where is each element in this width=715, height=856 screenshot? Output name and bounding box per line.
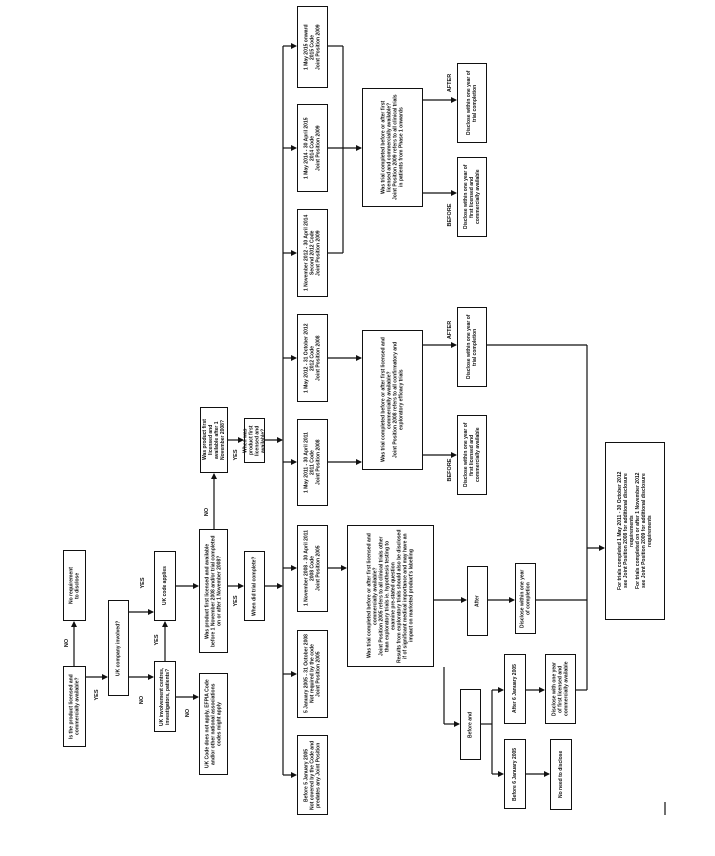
box-text-line: investigators, patients? xyxy=(165,668,171,725)
box-text-line: Joint Position 2008 xyxy=(315,439,322,486)
box-text-line: Before 6 January 2005 xyxy=(512,747,518,801)
decision-label-yes: YES xyxy=(233,449,239,461)
decision-label-yes: YES xyxy=(94,689,100,701)
box-q-2008: Was trial completed before or after firs… xyxy=(362,330,423,470)
box-text-line: No need to disclose xyxy=(558,750,564,799)
box-text-line: commercially available xyxy=(475,169,481,225)
box-text-line: Joint Position 2009 xyxy=(315,24,322,70)
box-text-line: commercially available? xyxy=(74,677,81,736)
box-text-line: Joint Position 2005 xyxy=(315,651,322,697)
decision-label-before: BEFORE xyxy=(447,203,453,227)
box-uk-involvement: UK involvement centres,investigators, pa… xyxy=(154,661,176,732)
box-before-and: Before and xyxy=(460,689,481,760)
box-text-line: After xyxy=(474,595,481,607)
box-no-need: No need to disclose xyxy=(550,739,572,810)
decision-label-yes: YES xyxy=(233,595,239,607)
box-text-line: in patients from Phase 1 onwards xyxy=(398,107,405,188)
box-final: For trials completed 1 May 2011 - 30 Oct… xyxy=(605,442,665,620)
box-text-line: After 6 January 2005 xyxy=(512,664,518,714)
decision-label-no: NO xyxy=(185,708,191,718)
box-text-line: UK company involved? xyxy=(115,620,122,676)
box-when-trial: When did trial complete? xyxy=(244,551,265,621)
decision-label-after: AFTER xyxy=(447,73,453,93)
box-text-line: When was product first xyxy=(242,425,255,456)
decision-label-yes: YES xyxy=(140,577,146,589)
box-was-before-2008: Was product first licensed and available… xyxy=(199,529,228,653)
decision-label-no: NO xyxy=(64,638,70,648)
box-q-2005: Was trial completed before or after firs… xyxy=(347,525,434,667)
box-text-line: exploratory efficacy trials xyxy=(398,369,405,431)
box-q-2009: Was trial completed before or after firs… xyxy=(362,88,423,207)
box-text-line: trial completion xyxy=(472,328,478,366)
box-text-line: Joint Position 2008 xyxy=(315,335,322,381)
box-before-6jan: Before 6 January 2005 xyxy=(504,739,526,809)
box-uk-company: UK company involved? xyxy=(108,600,129,696)
box-text-line: available after 1 November 2008? xyxy=(214,419,226,461)
decision-label-after: AFTER xyxy=(447,320,453,340)
box-text-line: commercially available xyxy=(563,661,570,717)
box-text-line: Joint Position 2009 xyxy=(315,230,322,276)
box-text-line: Was product first licensed and xyxy=(202,419,214,461)
box-text-line: licensed and available? xyxy=(254,425,267,456)
box-text-line: requirements xyxy=(647,515,653,547)
box-text-line: codes might apply xyxy=(216,702,223,746)
box-after: After xyxy=(467,566,488,636)
box-text-line: trial completion xyxy=(472,84,478,122)
decision-label-yes: YES xyxy=(154,634,160,646)
box-text-line: UK code applies xyxy=(162,566,168,606)
decision-label-no: NO xyxy=(139,695,145,705)
box-uk-applies: UK code applies xyxy=(154,551,176,621)
box-text-line: commercially available xyxy=(475,427,481,483)
box-text-line: predates any Joint Position xyxy=(315,742,322,808)
decision-label-no: NO xyxy=(204,507,210,517)
box-text-line: to disclose xyxy=(74,572,81,599)
box-text-line: Before and xyxy=(467,711,474,738)
box-text-line: Joint Position 2009 xyxy=(315,125,322,171)
box-text-line: impact on marketed product's labelling xyxy=(408,549,415,643)
box-text-line: on or after 1 November 2008? xyxy=(216,555,223,627)
box-text-line: When did trial complete? xyxy=(251,556,258,616)
box-after-6jan: After 6 January 2005 xyxy=(504,654,526,724)
box-text-line: Joint Position 2005 xyxy=(315,545,322,592)
decision-label-before: BEFORE xyxy=(447,458,453,482)
box-text-line: of completion xyxy=(525,582,532,615)
